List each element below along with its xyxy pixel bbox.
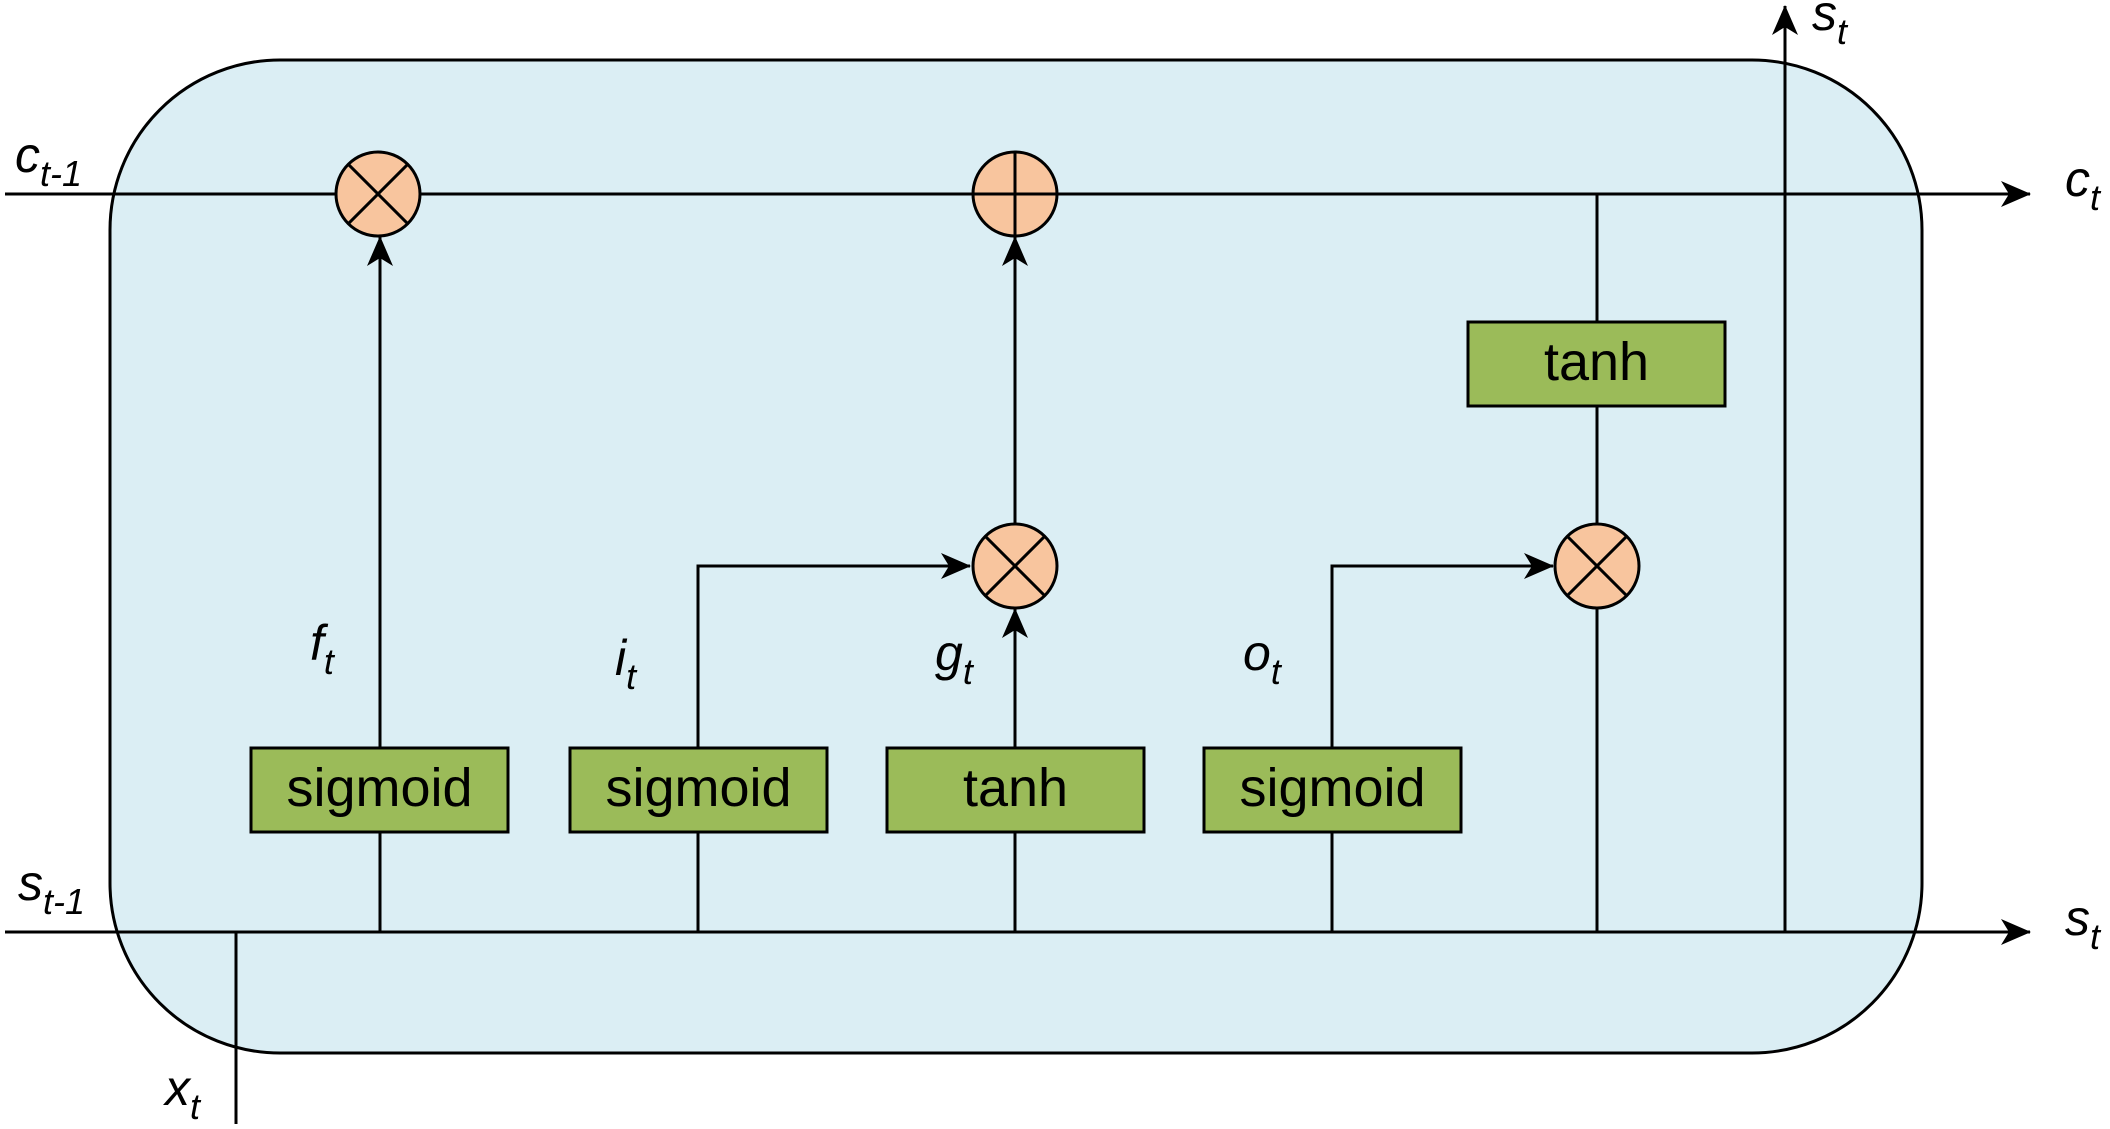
input-gate-out-line bbox=[696, 553, 971, 747]
candidate-label: tanh bbox=[963, 758, 1068, 818]
output-gate-box: sigmoid bbox=[1202, 746, 1463, 834]
input-gate-label: sigmoid bbox=[605, 758, 791, 818]
label-c-next: ct bbox=[2065, 151, 2102, 218]
forget-multiply-icon bbox=[334, 150, 422, 238]
input-gate-box: sigmoid bbox=[568, 746, 829, 834]
label-s-top: st bbox=[1812, 0, 1849, 52]
forget-gate-box: sigmoid bbox=[249, 746, 510, 834]
label-s-next: st bbox=[2065, 890, 2102, 957]
forget-gate-label: sigmoid bbox=[286, 758, 472, 818]
label-i-gate: it bbox=[615, 630, 638, 697]
cell-tanh-label: tanh bbox=[1544, 332, 1649, 392]
label-o-gate: ot bbox=[1243, 625, 1283, 692]
label-g-gate: gt bbox=[935, 625, 975, 692]
candidate-box: tanh bbox=[885, 746, 1146, 834]
label-x-in: xt bbox=[163, 1060, 202, 1127]
input-multiply-icon bbox=[971, 522, 1059, 610]
cell-tanh-box: tanh bbox=[1466, 320, 1727, 408]
cell-add-icon bbox=[971, 150, 1059, 238]
label-c-prev: ct-1 bbox=[15, 127, 82, 194]
output-gate-label: sigmoid bbox=[1239, 758, 1425, 818]
label-s-prev: st-1 bbox=[18, 855, 85, 922]
output-multiply-icon bbox=[1553, 522, 1641, 610]
output-gate-out-line bbox=[1330, 553, 1554, 747]
